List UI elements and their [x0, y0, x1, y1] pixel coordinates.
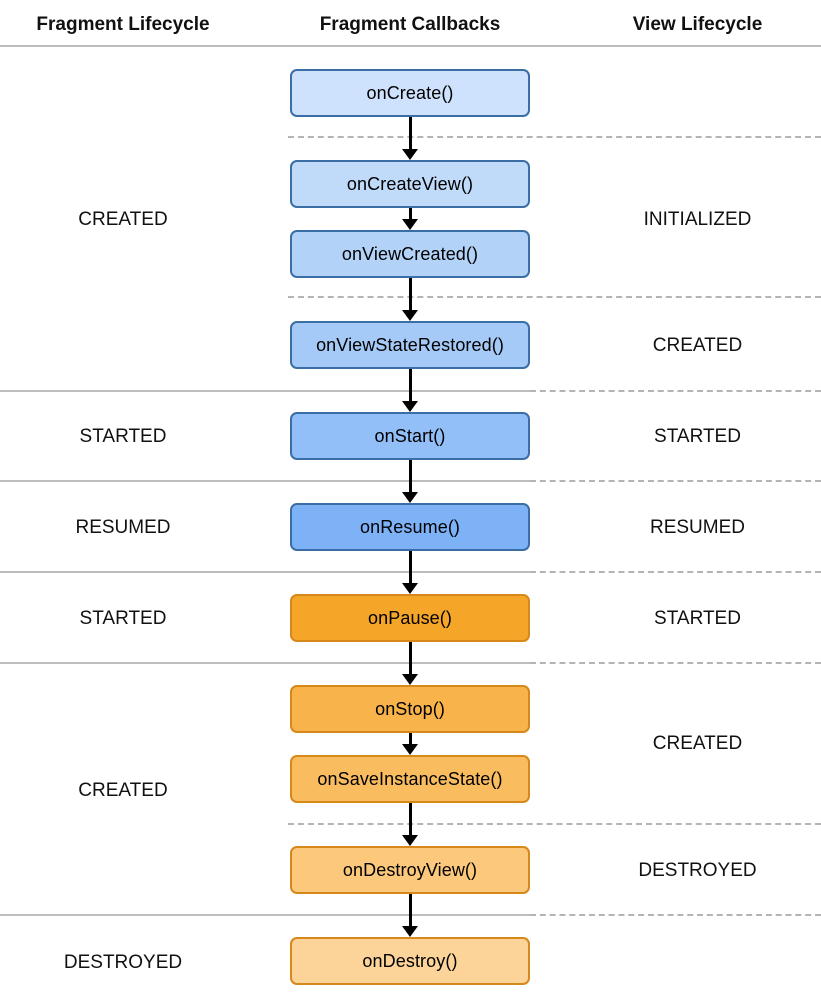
fragment-state-created-4: CREATED — [78, 780, 168, 801]
arrow-head-icon — [402, 674, 418, 685]
callback-box-on-save-instance-state[interactable]: onSaveInstanceState() — [290, 755, 530, 803]
callback-box-on-create[interactable]: onCreate() — [290, 69, 530, 117]
arrow-head-icon — [402, 401, 418, 412]
arrow-head-icon — [402, 926, 418, 937]
callback-box-on-destroy[interactable]: onDestroy() — [290, 937, 530, 985]
fragment-state-resumed-2: RESUMED — [75, 517, 171, 538]
header-divider — [0, 45, 821, 47]
callback-box-on-view-created[interactable]: onViewCreated() — [290, 230, 530, 278]
separator-solid — [0, 480, 530, 482]
callback-box-on-pause[interactable]: onPause() — [290, 594, 530, 642]
fragment-state-created-0: CREATED — [78, 209, 168, 230]
arrow-head-icon — [402, 492, 418, 503]
arrow-line — [409, 733, 412, 746]
separator-solid — [0, 571, 530, 573]
separator-solid — [0, 390, 530, 392]
callback-box-on-stop[interactable]: onStop() — [290, 685, 530, 733]
callback-box-on-resume[interactable]: onResume() — [290, 503, 530, 551]
view-state-destroyed-6: DESTROYED — [638, 860, 757, 881]
arrow-line — [409, 278, 412, 312]
view-state-started-4: STARTED — [654, 608, 741, 629]
separator-solid — [0, 662, 530, 664]
view-state-initialized-0: INITIALIZED — [643, 209, 752, 230]
callback-box-on-start[interactable]: onStart() — [290, 412, 530, 460]
separator-dashed — [288, 823, 821, 825]
arrow-head-icon — [402, 219, 418, 230]
separator-solid — [0, 914, 530, 916]
column-header-fragment-callbacks: Fragment Callbacks — [319, 14, 501, 35]
column-header-view-lifecycle: View Lifecycle — [632, 14, 763, 35]
arrow-line — [409, 642, 412, 676]
fragment-state-destroyed-5: DESTROYED — [63, 952, 183, 973]
arrow-line — [409, 460, 412, 494]
separator-dashed — [288, 136, 821, 138]
fragment-state-started-3: STARTED — [79, 608, 167, 629]
callback-box-on-create-view[interactable]: onCreateView() — [290, 160, 530, 208]
arrow-head-icon — [402, 310, 418, 321]
separator-dashed — [530, 480, 821, 482]
view-state-resumed-3: RESUMED — [649, 517, 745, 538]
separator-dashed — [530, 390, 821, 392]
view-state-created-1: CREATED — [652, 335, 743, 356]
arrow-head-icon — [402, 149, 418, 160]
separator-dashed — [530, 914, 821, 916]
callback-box-on-view-state-restored[interactable]: onViewStateRestored() — [290, 321, 530, 369]
view-state-created-5: CREATED — [652, 733, 743, 754]
arrow-line — [409, 551, 412, 585]
arrow-line — [409, 803, 412, 837]
view-state-started-2: STARTED — [654, 426, 741, 447]
separator-dashed — [530, 571, 821, 573]
separator-dashed — [530, 662, 821, 664]
arrow-line — [409, 369, 412, 403]
arrow-line — [409, 117, 412, 151]
fragment-state-started-1: STARTED — [79, 426, 167, 447]
arrow-head-icon — [402, 835, 418, 846]
separator-dashed — [288, 296, 821, 298]
column-header-fragment-lifecycle: Fragment Lifecycle — [36, 14, 210, 35]
arrow-head-icon — [402, 744, 418, 755]
callback-box-on-destroy-view[interactable]: onDestroyView() — [290, 846, 530, 894]
arrow-line — [409, 894, 412, 928]
arrow-head-icon — [402, 583, 418, 594]
arrow-line — [409, 208, 412, 221]
